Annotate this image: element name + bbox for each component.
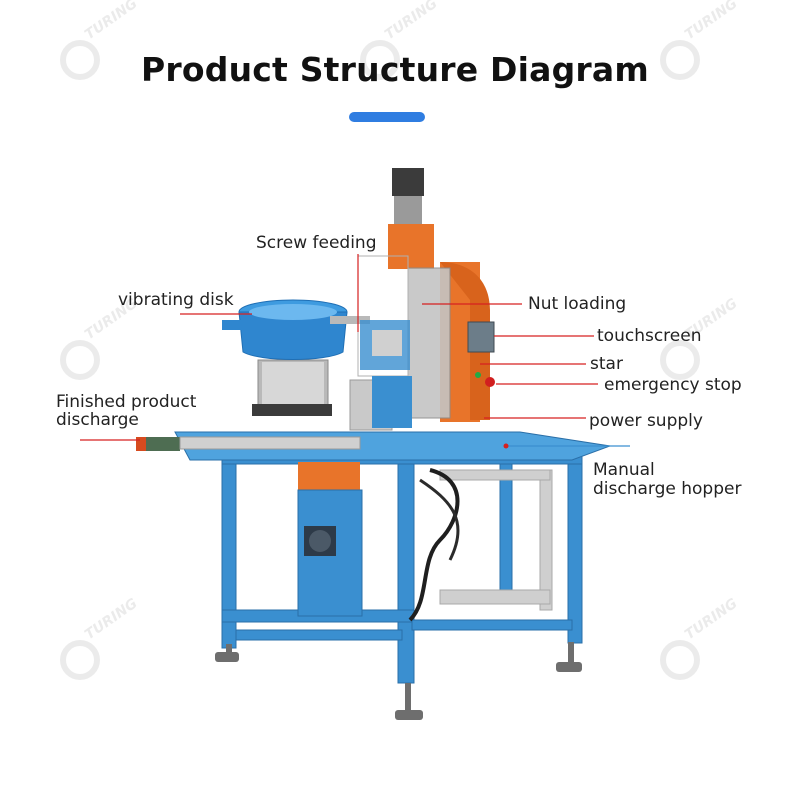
- start-button: [475, 372, 481, 378]
- watermark-logo-icon: [660, 40, 700, 80]
- watermark-logo-icon: [60, 40, 100, 80]
- watermark-logo-icon: [60, 340, 100, 380]
- discharge-tube: [136, 436, 361, 451]
- label-manual-hopper-line1: Manual: [593, 460, 655, 480]
- press-column: [357, 168, 495, 428]
- vibrating-disk-assembly: [222, 299, 370, 416]
- watermark-mid-left: TURING: [60, 296, 140, 385]
- leader-manual-hopper-dot: [503, 443, 509, 449]
- watermark-top-left: TURING: [60, 0, 140, 85]
- label-nut-loading: Nut loading: [528, 294, 627, 314]
- label-power-supply: power supply: [589, 411, 703, 431]
- watermark-bottom-right: TURING: [660, 596, 740, 685]
- emergency-stop-button: [485, 377, 495, 387]
- title-underline-bar: [349, 112, 425, 122]
- label-star: star: [590, 354, 623, 374]
- frame-feet: [215, 642, 582, 720]
- watermark-logo-icon: [660, 340, 700, 380]
- watermark-top-center: TURING: [360, 0, 440, 85]
- watermark-bottom-left: TURING: [60, 596, 140, 685]
- label-screw-feeding: Screw feeding: [256, 233, 377, 253]
- label-vibrating-disk: vibrating disk: [118, 290, 234, 310]
- wire-duct: [439, 469, 553, 611]
- watermark-logo-icon: [360, 40, 400, 80]
- label-emergency-stop: emergency stop: [604, 375, 742, 395]
- watermark-logo-icon: [660, 640, 700, 680]
- watermark-mid-right: TURING: [660, 296, 740, 385]
- label-manual-hopper-line2: discharge hopper: [593, 479, 742, 499]
- watermark-logo-icon: [60, 640, 100, 680]
- watermark-top-right: TURING: [660, 0, 740, 85]
- cables: [408, 468, 460, 622]
- label-touchscreen: touchscreen: [597, 326, 702, 346]
- label-finished-product-line2: discharge: [56, 410, 139, 430]
- page-title: Product Structure Diagram: [141, 50, 649, 89]
- label-finished-product-line1: Finished product: [56, 392, 197, 412]
- touchscreen-panel: [467, 321, 495, 353]
